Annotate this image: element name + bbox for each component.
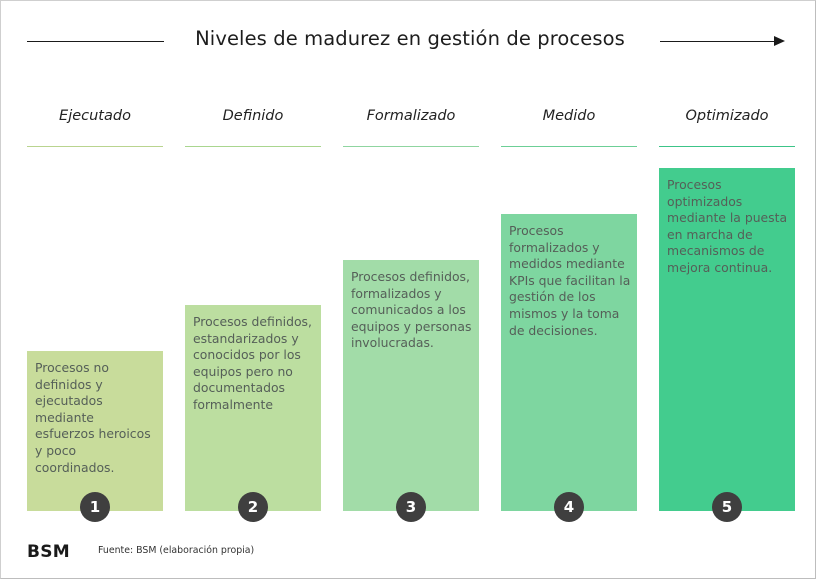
arrow-right-icon xyxy=(774,36,785,46)
header: Niveles de madurez en gestión de proceso… xyxy=(0,0,818,80)
level-underline-3 xyxy=(343,146,479,147)
level-bar-1: Procesos no definidos y ejecutados media… xyxy=(27,351,163,511)
title-left-line xyxy=(27,41,164,42)
level-label-1: Ejecutado xyxy=(59,108,131,124)
level-description-1: Procesos no definidos y ejecutados media… xyxy=(35,360,151,475)
level-label-3: Formalizado xyxy=(366,108,456,124)
diagram-title: Niveles de madurez en gestión de proceso… xyxy=(195,27,625,50)
level-label-4: Medido xyxy=(542,108,596,124)
level-number-2: 2 xyxy=(238,492,268,522)
bsm-logo: BSM xyxy=(27,542,71,562)
level-description-4: Procesos formalizados y medidos mediante… xyxy=(509,223,631,338)
level-underline-2 xyxy=(185,146,321,147)
level-description-2: Procesos definidos, estandarizados y con… xyxy=(193,314,312,412)
level-description-3: Procesos definidos, formalizados y comun… xyxy=(351,269,472,351)
level-bar-2: Procesos definidos, estandarizados y con… xyxy=(185,305,321,511)
level-description-5: Procesos optimizados mediante la puesta … xyxy=(667,177,788,275)
level-underline-4 xyxy=(501,146,637,147)
level-number-4: 4 xyxy=(554,492,584,522)
source-note: Fuente: BSM (elaboración propia) xyxy=(98,545,255,556)
level-label-5: Optimizado xyxy=(685,108,769,124)
level-number-1: 1 xyxy=(80,492,110,522)
level-label-2: Definido xyxy=(222,108,284,124)
title-right-line xyxy=(660,41,778,42)
level-bar-4: Procesos formalizados y medidos mediante… xyxy=(501,214,637,511)
level-number-3: 3 xyxy=(396,492,426,522)
level-underline-5 xyxy=(659,146,795,147)
level-bar-5: Procesos optimizados mediante la puesta … xyxy=(659,168,795,511)
level-number-5: 5 xyxy=(712,492,742,522)
level-bar-3: Procesos definidos, formalizados y comun… xyxy=(343,260,479,511)
level-underline-1 xyxy=(27,146,163,147)
